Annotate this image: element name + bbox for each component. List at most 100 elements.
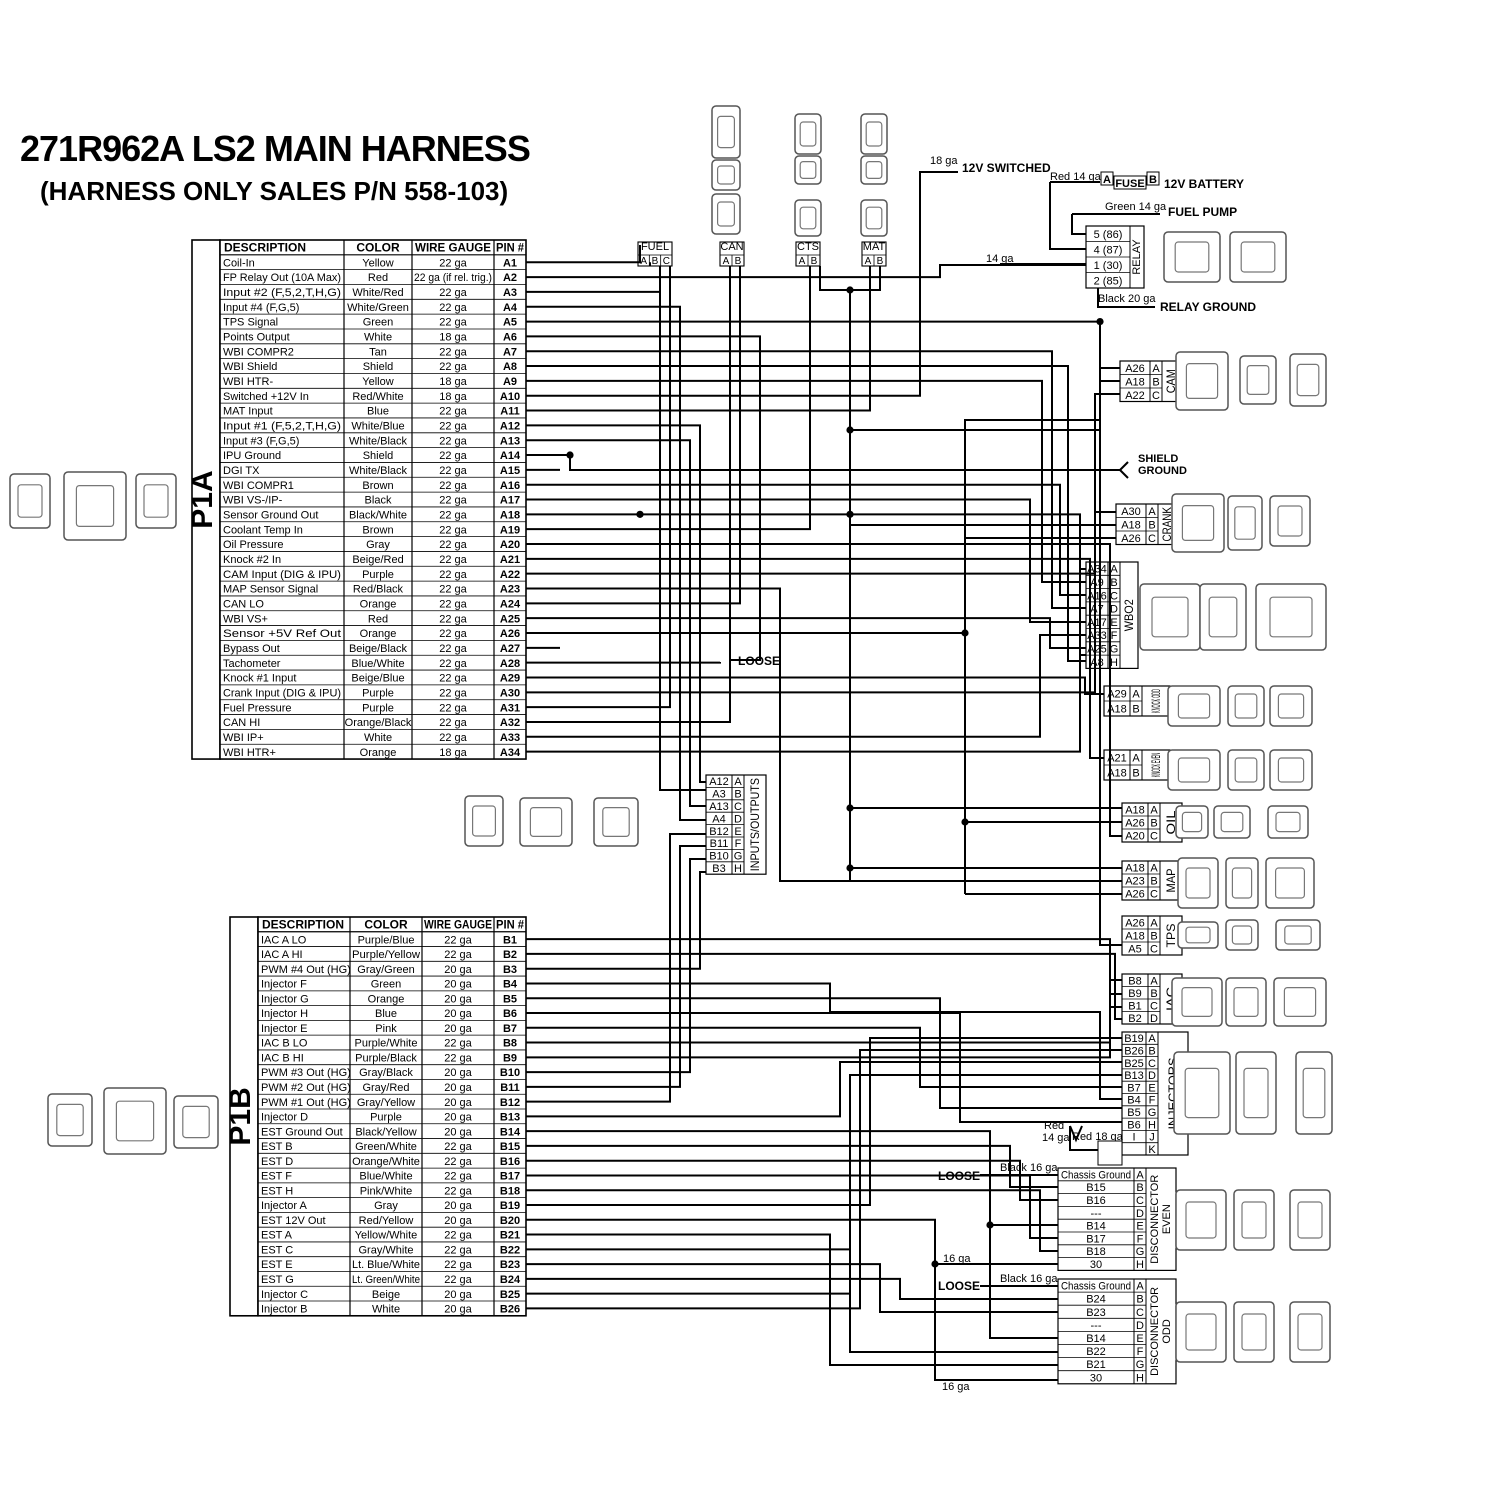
connector-pin-letter: D xyxy=(1136,1208,1144,1220)
pin-color: Beige/Black xyxy=(349,643,408,655)
pin-description: Sensor Ground Out xyxy=(223,510,318,522)
top-connector-pin: B xyxy=(877,256,884,267)
cam-connector-illustration-body xyxy=(1239,355,1277,405)
wire-a19 xyxy=(526,266,811,531)
pin-wire-gauge: 22 ga xyxy=(444,934,472,946)
relay-illustration xyxy=(1163,231,1221,283)
wire-a24 xyxy=(526,266,741,605)
pin-color: Purple/Blue xyxy=(358,934,415,946)
page-subtitle: (HARNESS ONLY SALES P/N 558-103) xyxy=(40,176,509,206)
io-connector-illustration xyxy=(519,797,573,847)
wbo2-connector-illustration xyxy=(1199,583,1247,651)
connector-pin-letter: D xyxy=(1136,1320,1144,1332)
pin-number: B23 xyxy=(500,1259,520,1271)
top-connector-illustration xyxy=(794,199,822,237)
tps-connector-illustration-body xyxy=(1225,919,1259,951)
pin-color: Beige/Red xyxy=(352,554,403,566)
pin-description: IPU Ground xyxy=(223,450,281,462)
pin-number: A28 xyxy=(500,658,520,670)
wire-a14 xyxy=(526,454,1120,471)
connector-pin-source: B24 xyxy=(1086,1294,1106,1306)
connector-pin-source: A25 xyxy=(1087,643,1107,655)
disconnector-odd-connector-illustration-body xyxy=(1175,1301,1227,1363)
pin-description: Tachometer xyxy=(223,658,281,670)
knock-odd-connector-illustration-body xyxy=(1269,685,1313,727)
p1a-connector-illustration-detail xyxy=(143,484,169,518)
top-connector-illustration-body xyxy=(711,159,741,191)
pin-color: Black/Yellow xyxy=(355,1126,416,1138)
connector-pin-source: B14 xyxy=(1086,1333,1106,1345)
knock-even-connector-illustration-detail xyxy=(1177,757,1211,783)
knock-odd-connector-name: KNOCK ODD xyxy=(1149,689,1163,713)
pin-color: Black xyxy=(365,495,392,507)
p1b-connector-illustration-detail xyxy=(115,1100,155,1142)
wire-b6 xyxy=(526,1012,1122,1123)
p1a-connector-illustration-body xyxy=(9,473,51,529)
wire-b5 xyxy=(526,997,1122,1109)
connector-pin-letter: D xyxy=(1148,1070,1156,1082)
connector-pin-source: A3 xyxy=(712,789,725,801)
pin-wire-gauge: 22 ga xyxy=(444,1052,472,1064)
pin-color: Red/White xyxy=(352,391,403,403)
pin-wire-gauge: 20 ga xyxy=(444,1097,472,1109)
wire-b9 xyxy=(526,993,1122,1059)
pin-color: Yellow xyxy=(362,257,393,269)
disconnector-even-connector-illustration xyxy=(1233,1189,1275,1251)
pin-description: WBI VS-/IP- xyxy=(223,495,283,507)
connector-pin-source: B22 xyxy=(1086,1346,1106,1358)
io-connector-illustration-detail xyxy=(472,805,497,837)
fuse-terminal-label: B xyxy=(1149,174,1157,186)
connector-pin-letter: B xyxy=(1150,988,1157,1000)
connector-pin-source: B2 xyxy=(1128,1013,1141,1025)
connector-pin-source: A29 xyxy=(1107,689,1127,701)
wire-gauge-label: 14 ga xyxy=(986,253,1014,265)
wire-a6 xyxy=(526,335,761,661)
connector-pin-source: A18 xyxy=(1125,931,1145,943)
pin-color: Beige/Blue xyxy=(351,673,404,685)
pin-wire-gauge: 20 ga xyxy=(444,1289,472,1301)
wire-fuel-pump xyxy=(1071,214,1086,235)
tps-connector-illustration xyxy=(1225,919,1259,951)
top-connector-illustration-detail xyxy=(716,201,735,227)
inputs-outputs-connector-name: INPUTS/OUTPUTS xyxy=(748,778,762,871)
table-header: COLOR xyxy=(356,241,400,255)
pin-wire-gauge: 22 ga xyxy=(444,1038,472,1050)
wire-a10 xyxy=(526,171,958,397)
pin-number: A15 xyxy=(500,465,520,477)
knock-even-connector-illustration-detail xyxy=(1277,757,1305,783)
p1b-connector-illustration-body xyxy=(103,1087,167,1155)
iac-connector-illustration-detail xyxy=(1233,986,1259,1017)
table-header: WIRE GAUGE xyxy=(424,918,492,932)
connector-pin-letter: A xyxy=(1148,1033,1156,1045)
pin-description: MAT Input xyxy=(223,406,273,418)
connector-pin-source: --- xyxy=(1091,1320,1102,1332)
oil-connector-name: OIL xyxy=(1164,810,1178,834)
top-connector-illustration-body xyxy=(711,193,741,235)
wire-gauge-label: Red 14 ga xyxy=(1050,171,1102,183)
connector-pin-source: A21 xyxy=(1107,753,1127,765)
wbo2-connector-name: WBO2 xyxy=(1122,599,1136,631)
disconnector-even-connector-illustration xyxy=(1175,1189,1227,1251)
pin-wire-gauge: 22 ga xyxy=(439,687,467,699)
wire-injector-power xyxy=(1069,1126,1098,1151)
disconnector-even-connector-illustration-body xyxy=(1233,1189,1275,1251)
wire-gauge-label: 16 ga xyxy=(942,1381,970,1393)
injectors-connector-illustration-detail xyxy=(1302,1067,1326,1119)
pin-color: Tan xyxy=(369,346,387,358)
pin-wire-gauge: 20 ga xyxy=(444,1126,472,1138)
pin-number: A14 xyxy=(500,450,521,462)
tps-connector-illustration-body xyxy=(1275,919,1321,951)
connector-pin-source: A26 xyxy=(1121,533,1141,545)
pin-number: B21 xyxy=(500,1230,520,1242)
pin-description: EST Ground Out xyxy=(261,1126,343,1138)
wire-b15 xyxy=(526,1144,1058,1188)
p1a-connector-illustration xyxy=(135,473,177,529)
iac-connector-illustration-body xyxy=(1171,977,1223,1027)
injectors-connector-illustration-body xyxy=(1173,1051,1231,1135)
map-connector-illustration-body xyxy=(1265,857,1315,909)
io-connector-illustration xyxy=(464,795,504,847)
pin-color: Red xyxy=(368,272,388,284)
connector-pin-source: A9 xyxy=(1090,577,1103,589)
pin-description: EST H xyxy=(261,1185,293,1197)
crank-connector-illustration-body xyxy=(1269,495,1311,547)
